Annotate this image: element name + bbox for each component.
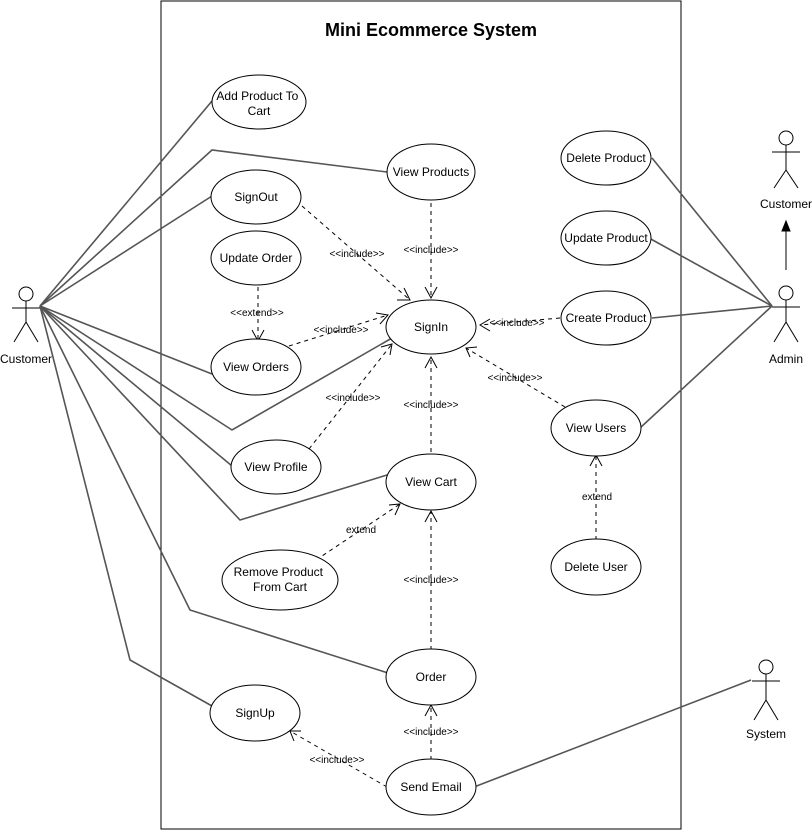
use-case-label: SignIn (414, 320, 448, 334)
use-case-view-profile[interactable]: View Profile (230, 439, 322, 495)
use-case-signup[interactable]: SignUp (209, 684, 301, 742)
include-label: <<include>> (325, 393, 380, 404)
use-case-label: SignOut (234, 190, 278, 204)
use-case-label: Cart (248, 104, 271, 118)
use-case-view-products[interactable]: View Products (386, 143, 476, 201)
use-case-label: View Users (566, 421, 626, 435)
use-case-create-product[interactable]: Create Product (560, 290, 652, 346)
use-case-delete-user[interactable]: Delete User (550, 538, 642, 596)
use-case-remove-product-from-cart[interactable]: Remove Product From Cart (221, 549, 339, 611)
use-case-add-product-to-cart[interactable]: Add Product To Cart (211, 74, 307, 130)
include-label: <<include>> (403, 245, 458, 256)
use-case-label: From Cart (253, 580, 308, 594)
actor-admin[interactable]: Admin (769, 285, 803, 366)
use-case-label: Remove Product (234, 565, 324, 579)
admin-generalization (781, 219, 791, 270)
use-case-label: SignUp (235, 706, 275, 720)
svg-text:Add Product To Cart: Add Product To Cart (216, 89, 301, 118)
system-association (473, 679, 752, 788)
extend-label: extend (582, 492, 612, 503)
svg-text:Remove Product From Cart: Remove Product From Cart (234, 565, 327, 594)
include-label: <<include>> (329, 249, 384, 260)
use-case-view-users[interactable]: View Users (550, 399, 642, 457)
stick-figure-icon (772, 285, 800, 343)
diagram-title: Mini Ecommerce System (325, 20, 537, 40)
use-case-label: View Cart (405, 475, 457, 489)
stick-figure-icon (12, 286, 40, 343)
actor-label: Admin (769, 352, 803, 366)
actor-label: Customer (0, 352, 52, 366)
stick-figure-icon (772, 130, 800, 189)
include-label: <<include>> (403, 400, 458, 411)
include-label: <<include>> (403, 575, 458, 586)
use-case-signout[interactable]: SignOut (210, 169, 302, 225)
use-case-label: Add Product To (216, 89, 298, 103)
use-case-label: Delete Product (566, 151, 646, 165)
use-case-label: Create Product (566, 311, 647, 325)
actor-customer-left[interactable]: Customer (0, 286, 52, 366)
include-label: <<include>> (487, 373, 542, 384)
use-case-signin[interactable]: SignIn (385, 299, 477, 355)
admin-associations (639, 157, 773, 429)
stick-figure-icon (752, 659, 780, 721)
use-case-label: Update Product (564, 231, 648, 245)
use-case-label: Order (416, 670, 447, 684)
use-case-label: Delete User (564, 560, 627, 574)
extend-label: extend (346, 525, 376, 536)
actor-customer-right[interactable]: Customer (760, 130, 812, 211)
use-case-label: Send Email (400, 780, 461, 794)
include-label: <<include>> (313, 325, 368, 336)
use-case-update-product[interactable]: Update Product (560, 210, 652, 266)
use-case-label: View Profile (244, 460, 307, 474)
extend-label: <<extend>> (230, 308, 284, 319)
use-case-label: Update Order (220, 251, 293, 265)
include-label: <<include>> (489, 318, 544, 329)
use-case-view-orders[interactable]: View Orders (210, 338, 302, 396)
include-label: <<include>> (309, 755, 364, 766)
use-case-delete-product[interactable]: Delete Product (560, 130, 652, 186)
use-case-label: View Products (393, 165, 469, 179)
use-case-order[interactable]: Order (385, 648, 477, 706)
use-case-view-cart[interactable]: View Cart (385, 453, 477, 511)
customer-associations (39, 100, 393, 707)
actor-system[interactable]: System (746, 659, 786, 741)
actor-label: Customer (760, 197, 812, 211)
include-label: <<include>> (403, 727, 458, 738)
relation-labels: <<include>> <<include>> <<extend>> <<inc… (230, 245, 612, 766)
actor-label: System (746, 727, 786, 741)
use-case-label: View Orders (223, 360, 289, 374)
use-case-send-email[interactable]: Send Email (385, 758, 477, 816)
use-case-update-order[interactable]: Update Order (210, 230, 302, 286)
